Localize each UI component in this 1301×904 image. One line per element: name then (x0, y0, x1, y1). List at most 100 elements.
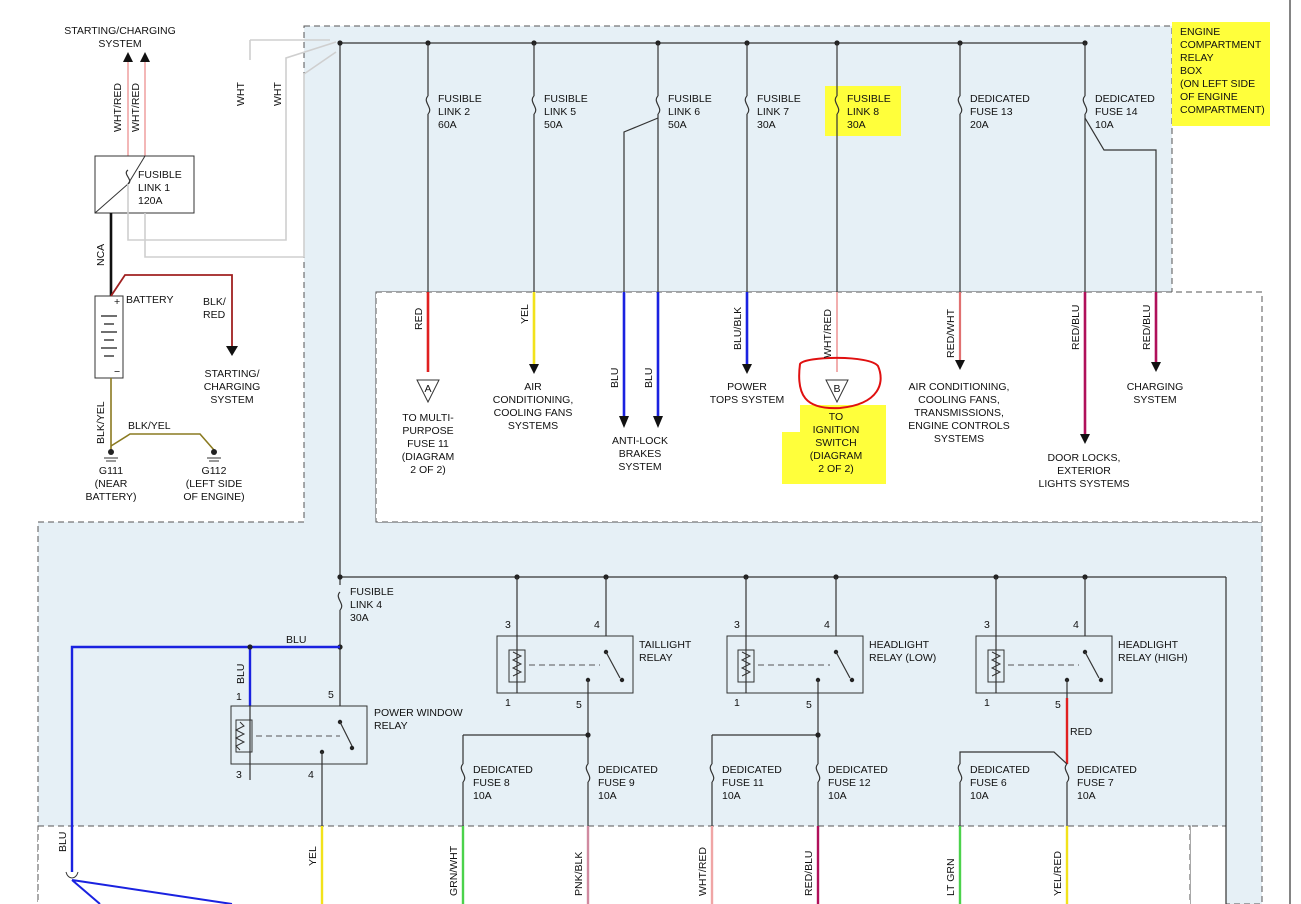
fuse-icon (744, 95, 750, 115)
svg-text:5: 5 (328, 689, 334, 701)
fuse-label-line: FUSE 14 (1095, 106, 1138, 118)
fuse-label-line: 30A (847, 119, 866, 131)
wire-label: LT GRN (945, 858, 957, 896)
wire-label-nca: NCA (95, 244, 107, 266)
wht-wire-1 (127, 41, 337, 241)
fuse-icon (1082, 95, 1088, 115)
wire-label: YEL/RED (1052, 851, 1064, 896)
arrow-down-icon (529, 364, 539, 374)
fuse-label-line: 10A (473, 790, 492, 802)
dest-multipurpose-fuse: TO MULTI- PURPOSE FUSE 11 (DIAGRAM 2 OF … (402, 412, 455, 476)
dest-charging-system: CHARGING SYSTEM (1127, 381, 1184, 406)
fuse-label-line: 50A (544, 119, 563, 131)
wire-label-wht: WHT (272, 82, 284, 106)
highlight-ignition-2 (782, 432, 886, 484)
fuse-label-line: 10A (828, 790, 847, 802)
fuse-label: DEDICATED (473, 764, 533, 776)
fuse-icon (337, 591, 343, 611)
fuse-label-line: 10A (1095, 119, 1114, 131)
svg-text:SYSTEM: SYSTEM (98, 38, 141, 50)
fuse-label-line: 20A (970, 119, 989, 131)
annotation-circle (798, 356, 882, 410)
svg-text:DOOR LOCKS,: DOOR LOCKS, (1048, 452, 1121, 464)
wire-label-blu: BLU (235, 664, 247, 684)
wire-label-blk-yel: BLK/YEL (95, 401, 107, 444)
svg-text:(DIAGRAM: (DIAGRAM (810, 450, 863, 462)
fuse-icon (957, 763, 963, 783)
wire-label-wht-red: WHT/RED (130, 83, 142, 132)
fuse-label-line: LINK 8 (847, 106, 879, 118)
svg-text:1: 1 (734, 697, 740, 709)
svg-text:B: B (833, 383, 840, 395)
relay-switch-icon (605, 651, 621, 679)
wire-label-blk-yel: BLK/YEL (128, 420, 171, 432)
fuse-label: FUSIBLE (438, 93, 482, 105)
blk-red-wire (110, 274, 233, 348)
svg-text:CONDITIONING,: CONDITIONING, (493, 394, 574, 406)
fuse-label-line: FUSE 11 (722, 777, 764, 789)
wire-label-blu-blk: BLU/BLK (732, 307, 744, 350)
fuse-label: DEDICATED (1077, 764, 1137, 776)
starting-charging-system-top: STARTING/CHARGING SYSTEM (64, 25, 176, 50)
svg-text:(NEAR: (NEAR (95, 478, 128, 490)
dest-power-tops: POWER TOPS SYSTEM (710, 381, 785, 406)
svg-text:5: 5 (576, 699, 582, 711)
svg-text:3: 3 (505, 619, 511, 631)
svg-text:4: 4 (1073, 619, 1079, 631)
svg-text:2 OF 2): 2 OF 2) (818, 463, 854, 475)
arrow-down-icon (1151, 362, 1161, 372)
dest-engine-controls: AIR CONDITIONING, COOLING FANS, TRANSMIS… (908, 381, 1010, 445)
svg-text:OF ENGINE: OF ENGINE (1180, 91, 1238, 103)
wire-label-red-blu: RED/BLU (1070, 304, 1082, 350)
fuse-label: DEDICATED (598, 764, 658, 776)
fuse-label-line: 10A (598, 790, 617, 802)
fuse-label-line: 10A (1077, 790, 1096, 802)
wht-wire-2 (144, 51, 337, 258)
highlight-fusible-link-8 (825, 86, 901, 136)
svg-text:1: 1 (505, 697, 511, 709)
wire-label-yel: YEL (519, 304, 531, 324)
connector-b-icon (825, 379, 849, 404)
highlight-ignition-1 (800, 405, 886, 437)
wire-label-red: RED (1070, 726, 1093, 738)
fuse-label: FUSIBLE (544, 93, 588, 105)
svg-text:AIR: AIR (524, 381, 542, 393)
svg-text:SYSTEMS: SYSTEMS (508, 420, 558, 432)
svg-text:2 OF 2): 2 OF 2) (410, 464, 446, 476)
svg-text:(LEFT SIDE: (LEFT SIDE (186, 478, 242, 490)
fuse-label: DEDICATED (970, 764, 1030, 776)
svg-text:LIGHTS SYSTEMS: LIGHTS SYSTEMS (1038, 478, 1129, 490)
svg-text:RELAY: RELAY (639, 652, 673, 664)
svg-text:RED: RED (203, 309, 226, 321)
svg-text:CHARGING: CHARGING (204, 381, 261, 393)
svg-text:1: 1 (984, 697, 990, 709)
svg-text:CHARGING: CHARGING (1127, 381, 1184, 393)
arrow-down-icon (955, 360, 965, 370)
wire-label-wht-red: WHT/RED (112, 83, 124, 132)
dest-ignition-switch: TO IGNITION SWITCH (DIAGRAM 2 OF 2) (810, 411, 863, 475)
battery-plus: + (114, 296, 120, 308)
svg-text:3: 3 (236, 769, 242, 781)
svg-text:SWITCH: SWITCH (815, 437, 856, 449)
fusible-link-1-label: FUSIBLE (138, 169, 182, 181)
fuse-label-line: FUSE 12 (828, 777, 871, 789)
arrow-down-icon (742, 364, 752, 374)
starting-charging-system-label: STARTING/ (204, 368, 259, 380)
wire-label-blk-red: BLK/ (203, 296, 226, 308)
svg-text:BOX: BOX (1180, 65, 1202, 77)
fuse-icon (655, 95, 661, 115)
svg-text:(DIAGRAM: (DIAGRAM (402, 451, 455, 463)
arrow-down-icon (619, 416, 629, 428)
svg-text:PURPOSE: PURPOSE (402, 425, 453, 437)
svg-text:ENGINE: ENGINE (1180, 26, 1220, 38)
fuse-icon (815, 763, 821, 783)
dest-door-locks: DOOR LOCKS, EXTERIOR LIGHTS SYSTEMS (1038, 452, 1129, 490)
svg-text:STARTING/CHARGING: STARTING/CHARGING (64, 25, 176, 37)
fuse-label: DEDICATED (970, 93, 1030, 105)
wire-label-wht-red: WHT/RED (822, 309, 834, 358)
connector-a-icon (416, 379, 440, 404)
svg-text:IGNITION: IGNITION (813, 424, 860, 436)
arrow-down-icon (653, 416, 663, 428)
